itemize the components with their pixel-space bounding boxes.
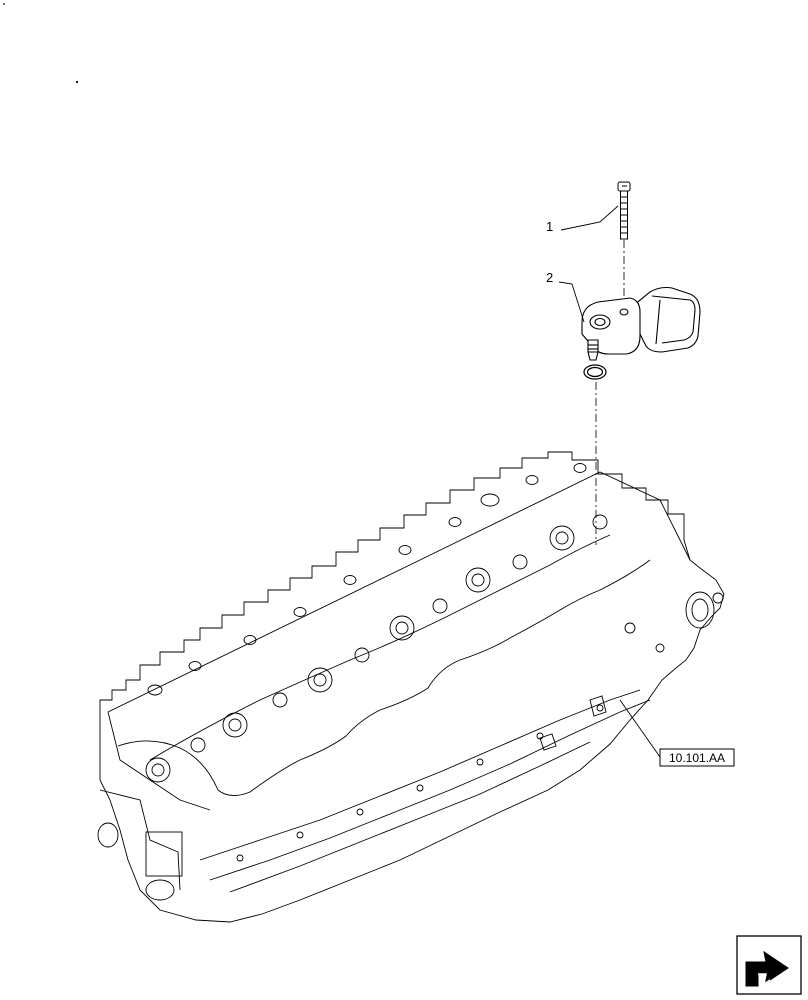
bolt-part (617, 181, 631, 240)
pressure-sensor-part (581, 286, 701, 361)
leader-line (558, 281, 585, 323)
callout-2[interactable]: 2 (546, 270, 585, 323)
reference-box (659, 748, 735, 767)
leader-line (619, 699, 661, 758)
o-ring-part (583, 364, 607, 380)
reference-callout[interactable]: 10.101.AA (619, 699, 735, 767)
corner-dot (3, 3, 5, 5)
callout-1-label: 1 (546, 219, 553, 234)
corner-dot (75, 80, 79, 84)
cylinder-head-drawing (97, 451, 725, 923)
leader-line (560, 205, 619, 231)
callout-1[interactable]: 1 (546, 205, 619, 234)
reference-label: 10.101.AA (669, 751, 725, 765)
callout-2-label: 2 (546, 270, 553, 285)
next-page-arrow-icon[interactable] (736, 935, 802, 995)
